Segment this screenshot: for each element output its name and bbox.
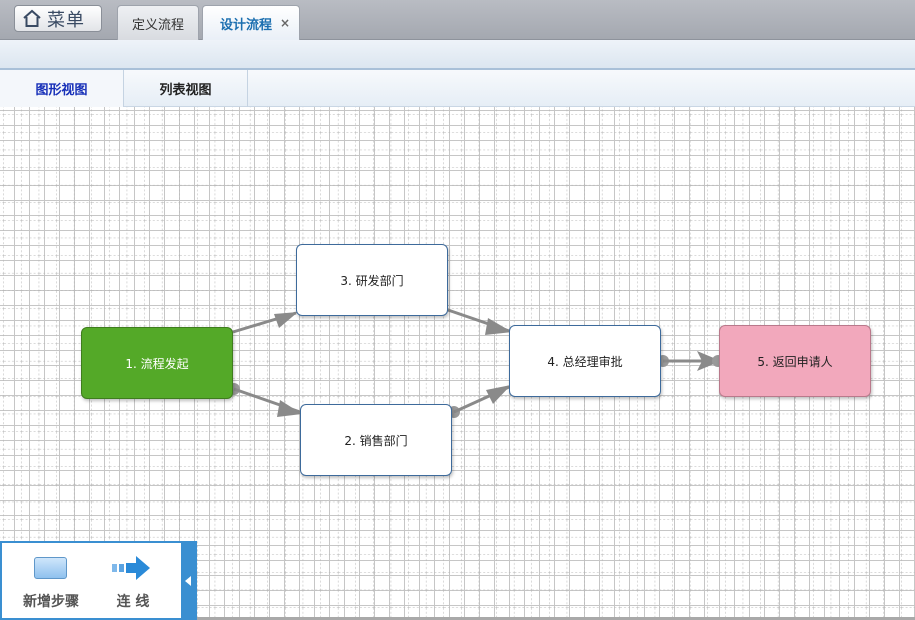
close-icon[interactable]: × — [279, 16, 290, 30]
rectangle-icon — [34, 557, 67, 579]
tab-define-process-label: 定义流程 — [131, 17, 184, 33]
home-icon — [23, 9, 41, 27]
flow-node-label: 2. 销售部门 — [344, 433, 408, 448]
tab-graph-view-label: 图形视图 — [35, 83, 88, 98]
flow-node-sales[interactable]: 2. 销售部门 — [300, 404, 452, 476]
menu-button[interactable]: 菜单 — [14, 5, 102, 32]
add-step-label: 新增步骤 — [23, 594, 79, 610]
flow-node-label: 3. 研发部门 — [340, 273, 404, 288]
connect-button[interactable]: 连 线 — [98, 551, 168, 617]
flow-node-label: 1. 流程发起 — [125, 356, 189, 371]
connect-label: 连 线 — [116, 594, 150, 610]
tab-list-view-label: 列表视图 — [159, 83, 212, 98]
flow-node-start[interactable]: 1. 流程发起 — [81, 327, 233, 399]
toolbox-panel: 新增步骤 连 线 — [0, 541, 197, 620]
tab-list-view[interactable]: 列表视图 — [124, 70, 248, 107]
bottom-divider — [197, 617, 915, 620]
tab-design-process[interactable]: 设计流程 × — [202, 5, 300, 41]
flow-node-return-applicant[interactable]: 5. 返回申请人 — [719, 325, 871, 397]
top-tab-bar: 菜单 定义流程 设计流程 × — [0, 0, 915, 41]
collapse-left-icon — [185, 575, 191, 586]
menu-button-label: 菜单 — [47, 9, 85, 31]
tab-define-process[interactable]: 定义流程 — [117, 5, 199, 40]
toolbar-strip — [0, 40, 915, 70]
flow-node-label: 5. 返回申请人 — [757, 354, 833, 369]
add-step-button[interactable]: 新增步骤 — [16, 551, 86, 617]
tab-design-process-label: 设计流程 — [220, 18, 273, 33]
collapse-toolbox-button[interactable] — [181, 543, 195, 618]
flow-node-rnd[interactable]: 3. 研发部门 — [296, 244, 448, 316]
flow-node-label: 4. 总经理审批 — [547, 354, 623, 369]
view-tab-bar: 图形视图 列表视图 — [0, 70, 915, 107]
tab-graph-view[interactable]: 图形视图 — [0, 70, 124, 107]
arrow-right-icon — [112, 556, 150, 580]
flow-node-gm-approval[interactable]: 4. 总经理审批 — [509, 325, 661, 397]
